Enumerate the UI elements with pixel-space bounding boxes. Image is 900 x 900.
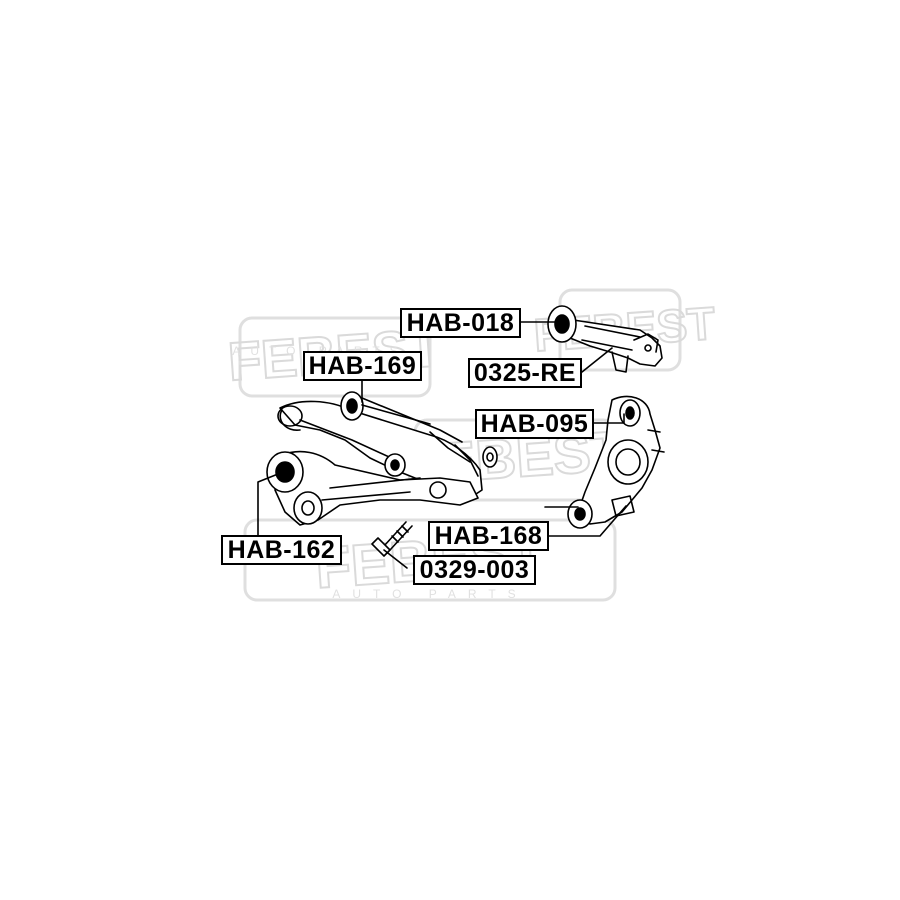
watermark-sub-bottom: AUTO PARTS [332, 587, 527, 601]
part-label-hab-169: HAB-169 [303, 351, 422, 381]
lower-arm-drawing [266, 450, 479, 526]
part-label-hab-095: HAB-095 [475, 409, 594, 439]
knuckle-drawing [567, 395, 665, 529]
leader-hab-168-b [548, 505, 627, 537]
trailing-arm-drawing [277, 391, 483, 499]
cam-washer-drawing [482, 446, 498, 468]
part-label-0329-003: 0329-003 [413, 555, 536, 585]
part-label-hab-162: HAB-162 [221, 535, 342, 565]
part-label-0325-re: 0325-RE [468, 358, 582, 388]
part-label-hab-168: HAB-168 [428, 521, 549, 551]
leader-0325-re [581, 347, 613, 373]
leader-hab-162 [257, 473, 279, 536]
leader-lines [257, 321, 627, 569]
upper-control-arm-drawing [547, 305, 663, 373]
bolt-drawing [371, 521, 413, 557]
part-label-hab-018: HAB-018 [400, 308, 521, 338]
leader-hab-095 [593, 413, 625, 424]
leader-0329-003 [383, 549, 408, 569]
